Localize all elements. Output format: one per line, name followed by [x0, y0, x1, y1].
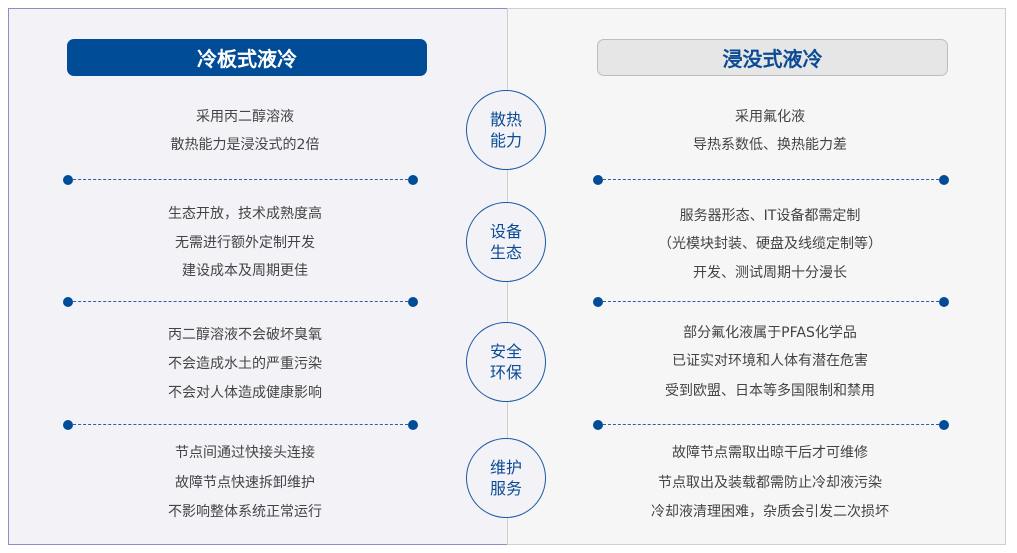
- category-circle: 安全环保: [466, 322, 546, 402]
- left-section-3-line: 不会造成水土的严重污染: [168, 356, 322, 372]
- left-section-2-line: 生态开放，技术成熟度高: [168, 206, 322, 222]
- category-circle: 散热能力: [466, 90, 546, 170]
- category-circle: 设备生态: [466, 202, 546, 282]
- left-section-1-line: 采用丙二醇溶液: [196, 109, 294, 125]
- divider-dot-icon: [593, 297, 603, 307]
- right-dashed-divider: [593, 420, 949, 430]
- divider-dot-icon: [593, 175, 603, 185]
- left-dashed-divider: [63, 420, 418, 430]
- category-label: 生态: [489, 243, 522, 262]
- right-section-3-line: 受到欧盟、日本等多国限制和禁用: [665, 383, 875, 399]
- category-label: 服务: [489, 479, 522, 498]
- right-section-2-line: 开发、测试周期十分漫长: [693, 265, 847, 281]
- category-circle: 维护服务: [466, 438, 546, 518]
- right-section-2-line: 服务器形态、IT设备都需定制: [679, 208, 861, 224]
- divider-dot-icon: [408, 175, 418, 185]
- right-section-3-line: 已证实对环境和人体有潜在危害: [672, 353, 868, 369]
- category-label: 安全: [489, 342, 522, 361]
- divider-dot-icon: [63, 297, 73, 307]
- category-label: 维护: [489, 458, 522, 477]
- right-section-3-line: 部分氟化液属于PFAS化学品: [683, 325, 857, 341]
- divider-dot-icon: [408, 420, 418, 430]
- left-section-2-line: 无需进行额外定制开发: [175, 235, 315, 251]
- left-section-4-line: 节点间通过快接头连接: [175, 445, 315, 461]
- left-section-2-line: 建设成本及周期更佳: [182, 263, 308, 279]
- left-section-4-line: 不影响整体系统正常运行: [168, 504, 322, 520]
- right-panel-immersion: [507, 8, 1006, 545]
- right-section-1-line: 导热系数低、换热能力差: [693, 137, 847, 153]
- right-section-1-line: 采用氟化液: [735, 109, 805, 125]
- right-section-4-line: 冷却液清理困难，杂质会引发二次损坏: [651, 504, 889, 520]
- right-dashed-divider: [593, 175, 949, 185]
- category-label: 能力: [489, 131, 522, 150]
- left-dashed-divider: [63, 297, 418, 307]
- left-section-1-line: 散热能力是浸没式的2倍: [170, 137, 320, 153]
- category-label: 设备: [489, 222, 522, 241]
- divider-dot-icon: [408, 297, 418, 307]
- divider-dot-icon: [63, 175, 73, 185]
- left-panel-cold-plate: [8, 8, 508, 545]
- divider-dot-icon: [939, 420, 949, 430]
- divider-dot-icon: [939, 175, 949, 185]
- right-dashed-divider: [593, 297, 949, 307]
- immersion-title: 浸没式液冷: [597, 39, 948, 76]
- right-section-4-line: 故障节点需取出晾干后才可维修: [672, 445, 868, 461]
- divider-dot-icon: [939, 297, 949, 307]
- divider-dot-icon: [593, 420, 603, 430]
- category-label: 环保: [489, 363, 522, 382]
- right-section-4-line: 节点取出及装载都需防止冷却液污染: [658, 475, 882, 491]
- left-section-3-line: 不会对人体造成健康影响: [168, 385, 322, 401]
- right-section-2-line: （光模块封装、硬盘及线缆定制等）: [658, 236, 882, 252]
- category-label: 散热: [489, 110, 522, 129]
- left-section-3-line: 丙二醇溶液不会破坏臭氧: [168, 327, 322, 343]
- cold-plate-title: 冷板式液冷: [67, 39, 427, 76]
- left-section-4-line: 故障节点快速拆卸维护: [175, 475, 315, 491]
- divider-dot-icon: [63, 420, 73, 430]
- left-dashed-divider: [63, 175, 418, 185]
